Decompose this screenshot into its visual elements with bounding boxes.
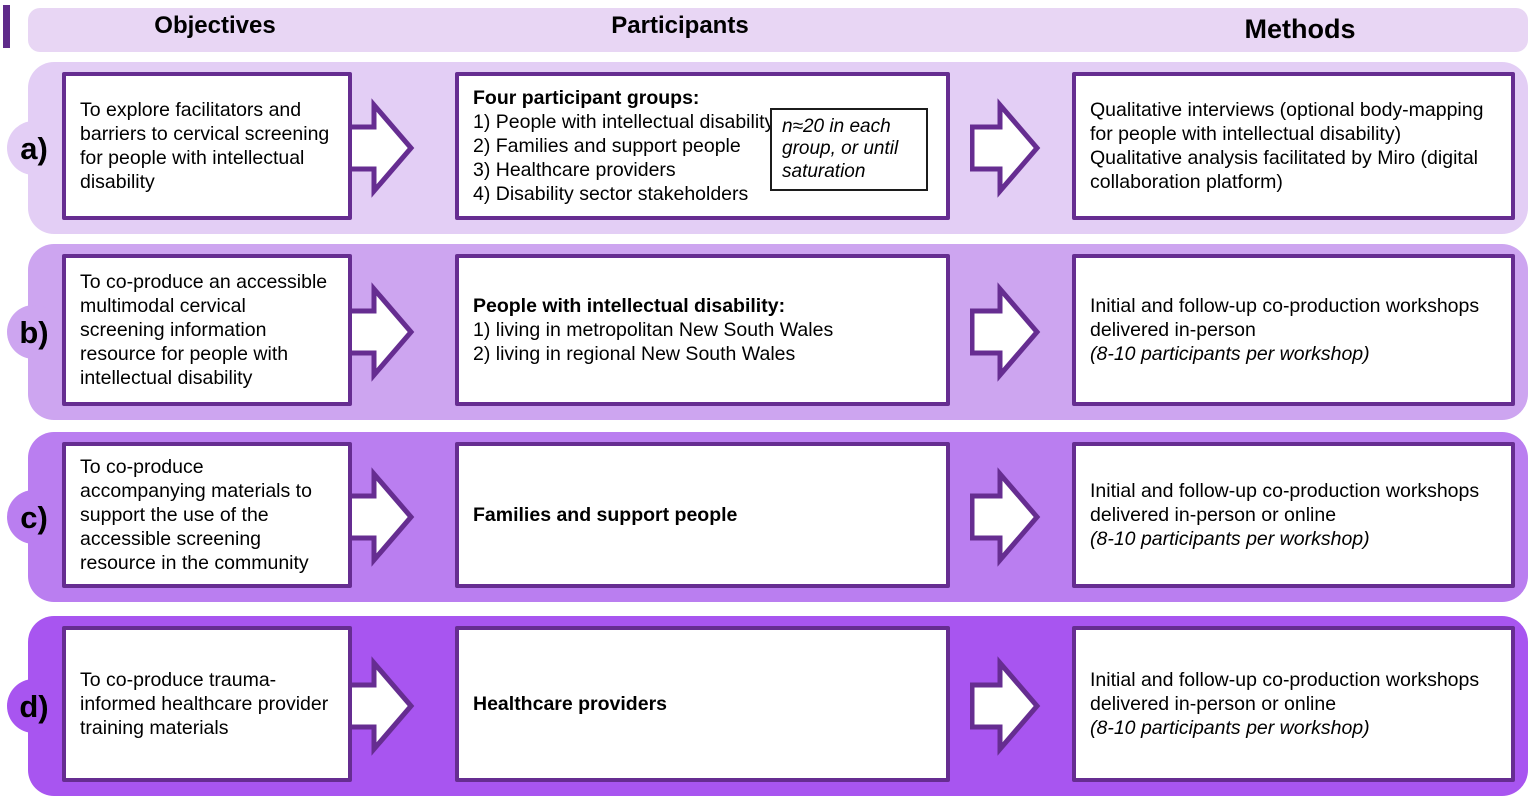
arrow-right-icon [344, 98, 415, 198]
row-b-objective-text: To co-produce an accessible multimodal c… [80, 270, 328, 390]
row-d-objective-text: To co-produce trauma-informed healthcare… [80, 668, 329, 740]
arrow-right-icon [344, 656, 415, 756]
row-c-objective-box: To co-produce accompanying materials to … [62, 442, 352, 588]
row-c-label: c) [20, 499, 48, 535]
row-d-label-bubble: d) [7, 679, 61, 733]
row-d-participants-box: Healthcare providers [455, 626, 950, 782]
row-b-methods-text: Initial and follow-up co-production work… [1090, 294, 1480, 341]
row-d-label: d) [19, 688, 49, 724]
row-b-objective-box: To co-produce an accessible multimodal c… [62, 254, 352, 406]
corner-mark [3, 5, 10, 48]
row-b-participant-item: 1) living in metropolitan New South Wale… [473, 318, 834, 341]
arrow-right-icon [970, 656, 1041, 756]
row-b-participants-box: People with intellectual disability: 1) … [455, 254, 950, 406]
row-a-methods-box: Qualitative interviews (optional body-ma… [1072, 72, 1515, 220]
arrow-right-icon [970, 467, 1041, 567]
row-a-participant-item: 3) Healthcare providers [473, 159, 676, 182]
arrow-right-icon [970, 282, 1041, 382]
column-header-methods: Methods [1244, 14, 1356, 44]
row-c-band: c) To co-produce accompanying materials … [7, 432, 1528, 602]
row-a-participant-item: 2) Families and support people [473, 134, 741, 157]
row-a-methods-text: Qualitative interviews (optional body-ma… [1090, 98, 1484, 145]
row-a-participant-item: 1) People with intellectual disability [473, 110, 775, 133]
row-a-label: a) [20, 130, 48, 166]
row-a-sample-size-note: n≈20 in each group, or until saturation [770, 108, 928, 192]
row-d-participants-heading: Healthcare providers [473, 692, 668, 715]
row-c-label-bubble: c) [7, 490, 61, 544]
row-a-objective-box: To explore facilitators and barriers to … [62, 72, 352, 220]
row-b-band: b) To co-produce an accessible multimoda… [7, 244, 1528, 420]
row-c-methods-box: Initial and follow-up co-production work… [1072, 442, 1515, 588]
row-a-band: a) To explore facilitators and barriers … [7, 62, 1528, 234]
row-c-participants-heading: Families and support people [473, 503, 738, 526]
row-a-methods-text: Qualitative analysis facilitated by Miro… [1090, 147, 1479, 194]
column-header-objectives: Objectives [154, 12, 276, 39]
arrow-right-icon [344, 467, 415, 567]
row-c-methods-text: Initial and follow-up co-production work… [1090, 479, 1480, 526]
row-b-methods-box: Initial and follow-up co-production work… [1072, 254, 1515, 406]
row-c-participants-box: Families and support people [455, 442, 950, 588]
row-b-label: b) [19, 314, 49, 350]
row-d-methods-text: Initial and follow-up co-production work… [1090, 668, 1480, 715]
row-b-participant-item: 2) living in regional New South Wales [473, 343, 796, 366]
row-d-objective-box: To co-produce trauma-informed healthcare… [62, 626, 352, 782]
row-c-methods-note: (8-10 participants per workshop) [1090, 528, 1370, 551]
row-a-participants-heading: Four participant groups: [473, 86, 700, 109]
row-a-participant-item: 4) Disability sector stakeholders [473, 183, 749, 206]
row-a-objective-text: To explore facilitators and barriers to … [80, 98, 330, 194]
row-d-band: d) To co-produce trauma-informed healthc… [7, 616, 1528, 796]
row-a-participants-box: Four participant groups: 1) People with … [455, 72, 950, 220]
row-b-methods-note: (8-10 participants per workshop) [1090, 343, 1370, 366]
column-header-participants: Participants [611, 12, 749, 39]
row-c-objective-text: To co-produce accompanying materials to … [80, 455, 312, 575]
arrow-right-icon [344, 282, 415, 382]
column-header-band [28, 8, 1528, 52]
arrow-right-icon [970, 98, 1041, 198]
row-b-participants-heading: People with intellectual disability: [473, 294, 786, 317]
row-a-label-bubble: a) [7, 121, 61, 175]
row-b-label-bubble: b) [7, 305, 61, 359]
row-d-methods-box: Initial and follow-up co-production work… [1072, 626, 1515, 782]
row-d-methods-note: (8-10 participants per workshop) [1090, 717, 1370, 740]
